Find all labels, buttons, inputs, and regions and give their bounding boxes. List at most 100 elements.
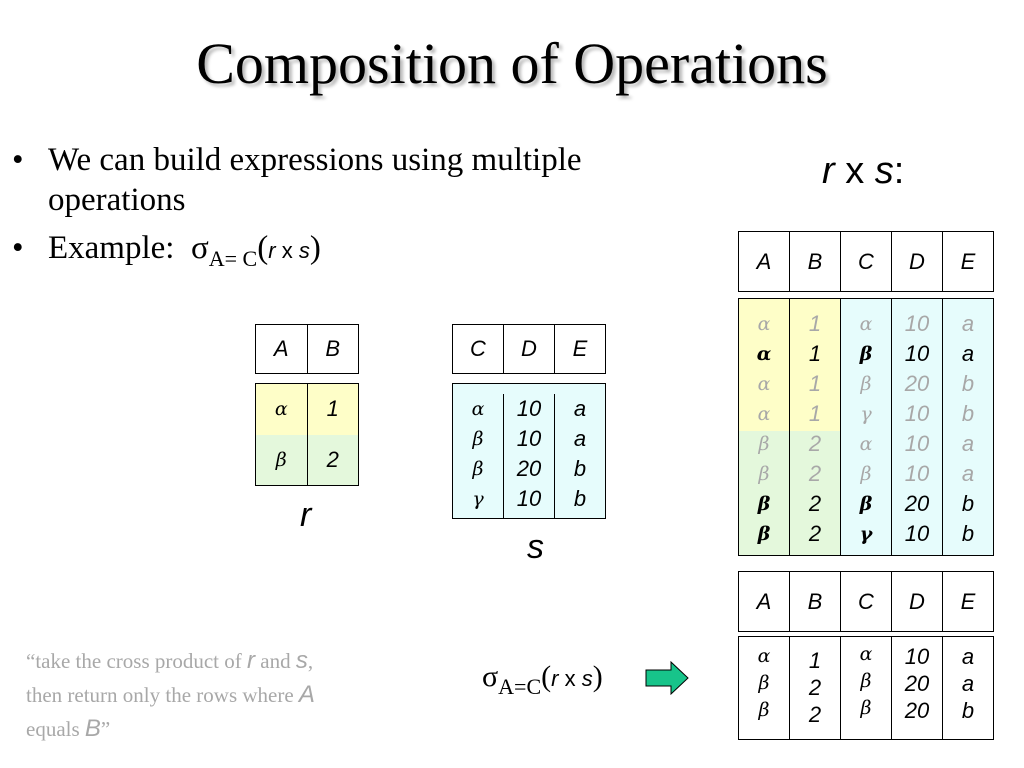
table-rxs-cell: 2 <box>808 461 822 486</box>
table-rxs-header-A: A <box>739 232 790 291</box>
table-rxs-cell: 20 <box>904 371 930 396</box>
table-rxs-cell: α <box>757 313 771 335</box>
table-rxs-cell: a <box>961 431 975 456</box>
table-s-header-E: E <box>572 336 588 361</box>
table-rxs-cell: a <box>961 341 975 366</box>
slide-title: Composition of Operations <box>196 31 828 96</box>
table-s-col-C: α β β γ <box>453 394 504 518</box>
table-rxs-cell: 2 <box>808 521 822 546</box>
note-a: A <box>298 681 315 708</box>
table-rxs-cell: γ <box>860 403 872 425</box>
table-s-cell: α <box>471 398 485 420</box>
table-rxs-cell: α <box>859 313 873 335</box>
table-r-body: α β 1 2 <box>255 383 359 486</box>
expr-r: r <box>551 666 559 691</box>
table-s-cell: 10 <box>516 486 542 511</box>
table-rxs-cell: β <box>757 523 771 545</box>
table-rxs-cell: b <box>961 491 975 516</box>
table-result-cell: β <box>758 672 770 694</box>
table-rxs-cell: β <box>758 433 770 455</box>
cross-product-symbol: x <box>281 238 293 263</box>
table-rxs-cell: b <box>961 521 975 546</box>
bullet-list: We can build expressions using multiple … <box>12 140 612 279</box>
table-s-body: α β β γ 10 10 20 10 a a b b <box>452 383 606 519</box>
table-rxs-cell: 2 <box>808 491 822 516</box>
table-result-header-C: C <box>841 572 892 631</box>
table-rxs-cell: β <box>860 463 872 485</box>
table-s-cell: b <box>573 486 587 511</box>
table-rxs-cell: 1 <box>808 401 822 426</box>
table-rxs-cell: α <box>757 373 771 395</box>
table-s-cell: γ <box>472 488 484 510</box>
table-rxs-cell: β <box>758 463 770 485</box>
bullet-2: Example: σA= C(r x s) <box>12 228 612 271</box>
bullet-2-prefix: Example: <box>48 230 175 266</box>
table-r-cell: 2 <box>307 434 358 485</box>
table-r-header-A: A <box>256 325 308 373</box>
table-rxs-cell: 2 <box>808 431 822 456</box>
table-rxs-cell: a <box>961 461 975 486</box>
expr-open-paren: ( <box>541 660 552 693</box>
table-rxs-cell: α <box>756 343 772 365</box>
table-s-cell: β <box>472 458 484 480</box>
bullet-1-text: We can build expressions using multiple … <box>48 142 582 218</box>
expr-subscript: A=C <box>498 674 542 699</box>
table-r-cell: α <box>256 384 307 435</box>
table-s-cell: a <box>573 426 587 451</box>
relation-s-symbol: s <box>298 238 310 263</box>
table-s-col-D: 10 10 20 10 <box>504 394 555 518</box>
selection-expression: σA=C(r x s) <box>482 660 603 699</box>
table-rxs-cell: β <box>860 373 872 395</box>
table-s-cell: β <box>472 428 484 450</box>
table-rxs-header-D: D <box>892 232 943 291</box>
note-text-5: ” <box>100 717 111 741</box>
table-result-body: α β β 1 2 2 α β β 10 20 20 a a b <box>738 636 994 740</box>
table-s-header-C: C <box>453 325 504 373</box>
explanation-note: “take the cross product of r and s, then… <box>26 644 326 746</box>
table-result-cell: b <box>961 698 975 723</box>
rxs-label-r: r <box>822 150 835 192</box>
table-result-header-E: E <box>960 588 976 614</box>
table-result-col-E: a a b <box>943 637 993 739</box>
table-s-cell: 10 <box>516 396 542 421</box>
selection-subscript: A= C <box>208 246 258 271</box>
table-result-col-C: α β β <box>841 637 892 739</box>
table-result-cell: β <box>860 697 872 719</box>
table-r-col-B: 1 2 <box>307 384 358 485</box>
table-rxs-cell: 10 <box>904 341 930 366</box>
relation-r-symbol: r <box>268 238 276 263</box>
note-text-3: , then return only the rows where <box>26 649 314 707</box>
table-r-col-A: α β <box>256 384 308 485</box>
table-rxs-cell: β <box>757 493 771 515</box>
rxs-label-s: s <box>874 150 894 192</box>
table-result-cell: 1 <box>808 648 822 673</box>
expr-sigma: σ <box>482 660 499 693</box>
table-s-header: C D E <box>452 324 606 374</box>
rxs-label-colon: : <box>893 150 905 192</box>
table-r-header: A B <box>255 324 359 374</box>
note-b: B <box>84 715 101 742</box>
table-rxs-cell: b <box>961 401 975 426</box>
table-rxs-header: A B C D E <box>738 231 994 292</box>
table-rxs-cell: 10 <box>904 461 930 486</box>
table-result-cell: 2 <box>808 675 822 700</box>
expr-s: s <box>581 666 593 691</box>
rxs-label: r x s: <box>822 150 904 193</box>
table-result-header-B: B <box>790 572 841 631</box>
table-s-cell: 10 <box>516 426 542 451</box>
table-result-cell: 20 <box>904 698 930 723</box>
table-rxs-header-C: C <box>841 232 892 291</box>
table-rxs-header-B: B <box>790 232 841 291</box>
table-result-cell: a <box>961 644 975 669</box>
table-result-cell: β <box>758 699 770 721</box>
note-text-1: “take the cross product of <box>26 649 248 673</box>
table-r-cell: β <box>256 434 307 485</box>
table-rxs-cell: 1 <box>808 341 822 366</box>
note-text-2: and <box>255 649 296 673</box>
table-r-caption: r <box>300 496 312 534</box>
